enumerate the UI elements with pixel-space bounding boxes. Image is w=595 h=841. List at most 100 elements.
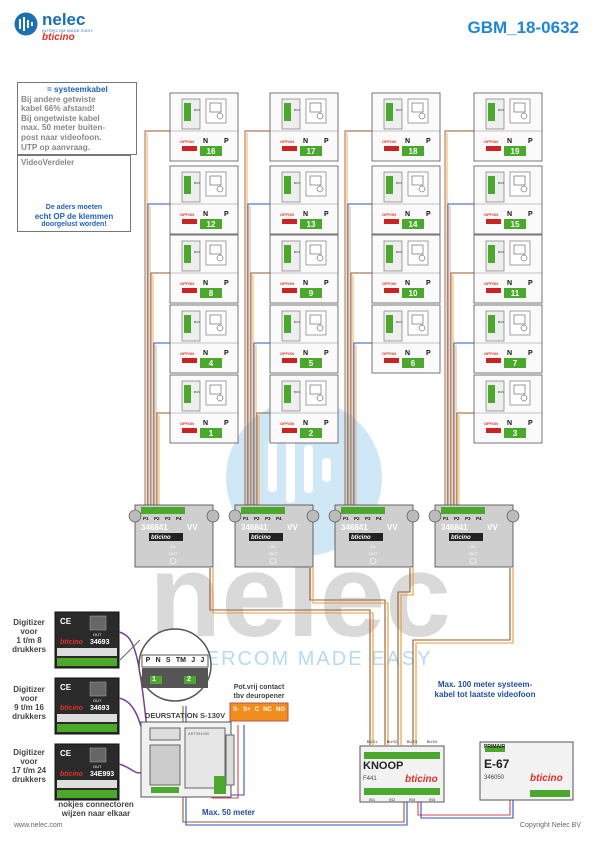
svg-text:OFF: OFF (484, 281, 493, 286)
svg-text:P2: P2 (454, 516, 460, 521)
address-label (402, 288, 424, 298)
svg-text:ON: ON (492, 212, 498, 217)
svg-text:OFF: OFF (180, 212, 189, 217)
terminal-block (488, 245, 495, 263)
svg-text:ON: ON (188, 421, 194, 426)
video-verdeler-note-3: doorgelust worden! (41, 221, 107, 228)
svg-text:OFF: OFF (382, 351, 391, 356)
door-station-label: DEURSTATION S-130V (144, 711, 226, 720)
svg-text:N: N (203, 211, 208, 218)
dip-switch (182, 219, 197, 224)
svg-text:OUT: OUT (93, 698, 102, 703)
terminal-label: NC (263, 707, 272, 713)
footer-url: www.nelec.com (14, 822, 63, 829)
address-label (504, 428, 526, 438)
terminal-block (488, 176, 495, 194)
svg-text:ON: ON (188, 139, 194, 144)
zoom-number-1: 1 (152, 676, 156, 683)
video-verdeler-note-2: echt OP de klemmen (34, 212, 114, 221)
svg-text:P3: P3 (165, 516, 171, 521)
terminal-label: NO (275, 707, 285, 713)
terminal-block (184, 103, 191, 121)
terminal-block (488, 385, 495, 403)
distributor-code: 346841 (341, 523, 368, 532)
zoom-number-2: 2 (187, 676, 191, 683)
svg-text:BUS: BUS (294, 390, 300, 394)
video-verdeler-box: VideoVerdeler De aders moeten echt OP de… (17, 155, 131, 232)
terminal-label: N (155, 657, 161, 664)
svg-text:BUS: BUS (498, 390, 504, 394)
address-label (402, 146, 424, 156)
e67-code: 346050 (484, 775, 505, 781)
svg-text:N: N (303, 138, 308, 145)
svg-text:P: P (224, 280, 229, 287)
terminal-block (284, 245, 291, 263)
svg-text:ON: ON (188, 351, 194, 356)
brand-partner: bticino (42, 32, 75, 43)
svg-text:ON: ON (288, 139, 294, 144)
dip-switch (282, 219, 297, 224)
svg-text:P: P (426, 350, 431, 357)
svg-text:N: N (507, 420, 512, 427)
svg-text:P: P (224, 138, 229, 145)
footer-copyright: Copyright Nelec BV (519, 822, 581, 829)
terminal-label: BUS2 (386, 739, 398, 744)
knoop-brand: bticino (405, 774, 438, 785)
svg-text:BUS: BUS (396, 181, 402, 185)
terminal-zoom (119, 628, 212, 702)
brand-tagline: INTERCOM MADE EASY (42, 28, 94, 33)
digitizer-code: 34693 (90, 705, 110, 712)
svg-text:BUS: BUS (498, 108, 504, 112)
svg-text:ON: ON (492, 351, 498, 356)
svg-text:OUT: OUT (93, 632, 102, 637)
svg-text:CE: CE (60, 749, 72, 758)
address-label (300, 428, 322, 438)
terminal-label: S (165, 657, 171, 664)
address-label (504, 358, 526, 368)
terminal-label: BUS4 (426, 739, 438, 744)
unit-number: 10 (409, 289, 418, 298)
door-station-code: ART351000 (188, 731, 210, 736)
terminal-label: S- (233, 707, 240, 713)
dip-switch (384, 146, 399, 151)
svg-text:P: P (528, 138, 533, 145)
svg-text:N: N (203, 350, 208, 357)
terminal-block (386, 315, 393, 333)
svg-text:OFF: OFF (180, 139, 189, 144)
svg-text:P: P (528, 211, 533, 218)
address-label (200, 146, 222, 156)
svg-text:N: N (303, 211, 308, 218)
address-label (504, 219, 526, 229)
svg-text:BUS: BUS (396, 108, 402, 112)
svg-text:BUS: BUS (194, 181, 200, 185)
terminal-label: IN2 (388, 797, 396, 802)
svg-text:CE: CE (60, 617, 72, 626)
svg-text:P: P (324, 280, 329, 287)
svg-text:P: P (224, 420, 229, 427)
svg-text:N: N (507, 138, 512, 145)
unit-number: 9 (309, 289, 314, 298)
dip-switch (282, 428, 297, 433)
legend-line: max. 50 meter buiten- (21, 123, 106, 133)
svg-text:P3: P3 (365, 516, 371, 521)
svg-text:ON: ON (390, 139, 396, 144)
svg-text:BUS: BUS (498, 320, 504, 324)
terminal-label: J (200, 657, 205, 664)
terminal-block (386, 245, 393, 263)
svg-text:N: N (303, 420, 308, 427)
address-label (402, 358, 424, 368)
svg-text:N: N (303, 280, 308, 287)
brand-name: nelec (42, 10, 86, 29)
